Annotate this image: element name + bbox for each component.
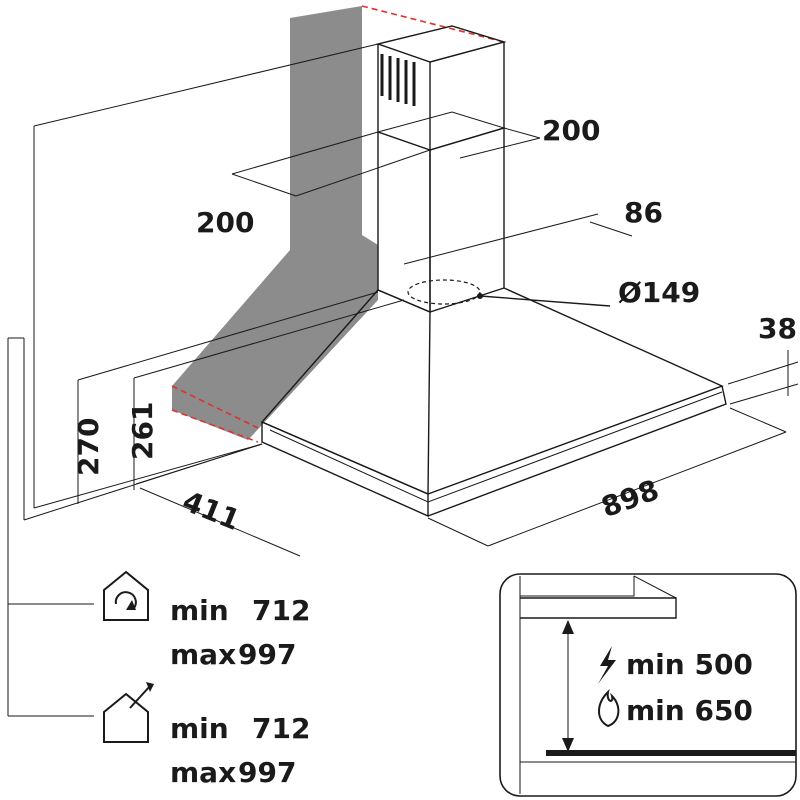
chimney	[375, 25, 507, 314]
lightning-icon	[598, 646, 616, 684]
dim-chimney-depth: 200	[196, 206, 254, 239]
recirc-min-label: min	[170, 594, 229, 627]
dim-canopy-height: 261	[126, 402, 159, 460]
canopy	[260, 287, 727, 518]
recirc-max-label: max	[170, 638, 236, 671]
clearance-electric: min 500	[626, 648, 753, 681]
dim-outlet-offset: 86	[624, 196, 663, 229]
extract-max-value: 997	[238, 756, 296, 789]
dim-outlet-diameter: Ø149	[618, 276, 700, 309]
dim-canopy-edge: 38	[758, 312, 797, 345]
dim-hood-width: 898	[597, 473, 663, 524]
dim-hood-depth: 411	[178, 484, 245, 536]
dimension-labels: 200 200 86 Ø149 38 898 411 270 261	[72, 114, 797, 537]
extraction-house-icon	[103, 682, 154, 743]
extraction-note: min 712 max 997	[103, 682, 310, 789]
dim-overall-height: 270	[72, 418, 105, 476]
recirc-max-value: 997	[238, 638, 296, 671]
chimney-vent-grille	[380, 54, 416, 106]
extract-min-value: 712	[252, 712, 310, 745]
flame-icon	[598, 688, 620, 728]
clearance-gas: min 650	[626, 694, 753, 727]
extract-min-label: min	[170, 712, 229, 745]
recirculation-note: min 712 max 997	[103, 570, 310, 671]
clearance-inset: min 500 min 650	[499, 573, 797, 797]
outlet-collar	[407, 279, 481, 305]
extract-max-label: max	[170, 756, 236, 789]
dimension-lines	[7, 43, 799, 717]
recirculation-house-icon	[103, 570, 149, 621]
wall-shadow	[171, 5, 505, 443]
dim-chimney-width: 200	[542, 114, 600, 147]
recirc-min-value: 712	[252, 594, 310, 627]
